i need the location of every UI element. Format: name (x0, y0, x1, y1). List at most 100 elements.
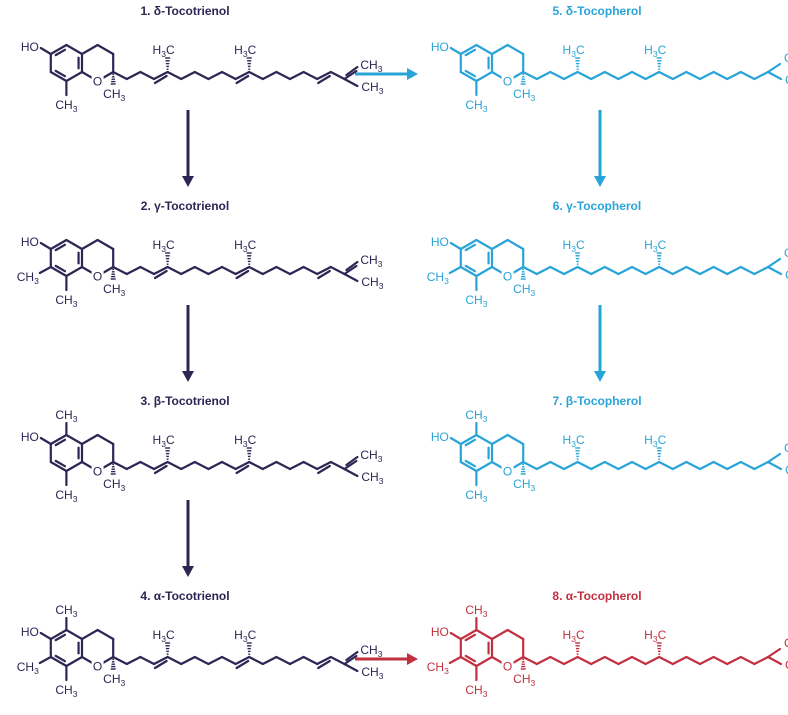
side-chain-bond (302, 265, 319, 276)
arrow-head (407, 68, 418, 80)
aromatic-bond (459, 238, 478, 251)
side-chain-bond (576, 70, 593, 81)
compound-title: 7. β-Tocopherol (552, 394, 641, 408)
aromatic-bond (459, 460, 478, 473)
side-chain-bond (712, 460, 729, 471)
o-label-bg (501, 660, 514, 672)
o-label-bg (501, 270, 514, 282)
side-chain-bond (739, 70, 756, 81)
c8-methyl-label: CH3 (55, 293, 77, 309)
aromatic-double-bond (54, 459, 67, 468)
side-chain-bond (248, 655, 264, 666)
aromatic-double-bond (464, 459, 477, 468)
aromatic-bond (475, 43, 494, 56)
aromatic-bond (49, 43, 68, 56)
aromatic-bond (459, 655, 478, 668)
side-chain-bond (193, 265, 210, 276)
compound-title: 1. δ-Tocotrienol (140, 4, 229, 18)
aromatic-double-bond (464, 264, 477, 273)
hydroxyl-label: HO (431, 625, 449, 639)
c2-methyl-label: CH3 (103, 282, 125, 298)
c8-methyl-label: CH3 (465, 293, 487, 309)
side-chain-bond (576, 265, 593, 276)
side-chain-bond (753, 460, 770, 471)
branch-methyl-label: H3C (644, 628, 666, 644)
terminal-bond (343, 459, 358, 471)
bond (506, 43, 525, 56)
bond (490, 433, 509, 446)
side-chain-bond (234, 70, 251, 81)
aromatic-double-bond (464, 654, 477, 663)
pathway-arrow (182, 110, 194, 187)
side-chain-bond (658, 70, 674, 81)
hydroxyl-label: HO (431, 235, 449, 249)
aromatic-bond (49, 628, 68, 641)
side-chain-bond (234, 460, 251, 471)
side-chain-bond (139, 460, 156, 471)
side-chain-bond (590, 265, 606, 276)
o-label-bg (501, 75, 514, 87)
ring-oxygen-label: O (93, 75, 102, 89)
terminal-bond (766, 460, 783, 471)
branch-methyl-label: H3C (153, 238, 175, 254)
side-chain-bond (261, 70, 278, 81)
side-chain-bond (193, 460, 210, 471)
aromatic-bond (459, 265, 478, 278)
side-chain-bond (329, 265, 346, 276)
side-chain-bond (712, 70, 729, 81)
side-chain-bond (671, 70, 688, 81)
terminal-bond (766, 70, 783, 81)
o-label-bg (501, 465, 514, 477)
aromatic-bond (475, 460, 494, 473)
ring-oxygen-label: O (93, 660, 102, 674)
methyl-bond (38, 655, 52, 665)
side-chain-bond (644, 655, 661, 666)
side-chain-bond (535, 460, 552, 471)
side-chain-bond (275, 655, 292, 666)
aromatic-bond (65, 655, 84, 668)
side-chain-bond (522, 460, 538, 471)
aromatic-bond (65, 628, 84, 641)
side-chain-bond (234, 265, 251, 276)
terminal-bond (343, 77, 359, 88)
side-chain-bond (125, 655, 142, 666)
side-chain-bond (698, 70, 715, 81)
hydroxyl-label: HO (431, 40, 449, 54)
side-chain-bond (698, 460, 715, 471)
branch-methyl-label: H3C (234, 628, 256, 644)
hydroxyl-label: HO (431, 430, 449, 444)
side-chain-bond (220, 70, 237, 81)
side-chain-bond (685, 460, 702, 471)
terminal-double-bond (345, 260, 359, 272)
terminal-bond (766, 257, 782, 269)
side-chain-bond (535, 655, 552, 666)
c8-methyl-label: CH3 (55, 98, 77, 114)
aromatic-double-bond (54, 633, 67, 642)
side-chain-bond (166, 460, 183, 471)
side-chain-bond (617, 655, 634, 666)
side-chain-bond (125, 460, 142, 471)
aromatic-bond (49, 238, 68, 251)
side-chain-bond (726, 655, 742, 666)
side-chain-bond (562, 655, 579, 666)
terminal-bond (343, 69, 358, 81)
aromatic-bond (459, 70, 478, 83)
chain-double-bond (153, 659, 168, 670)
c5-methyl-label: CH3 (55, 603, 77, 619)
side-chain-bond (180, 70, 196, 81)
side-chain-bond (644, 70, 661, 81)
terminal-methyl-label: CH3 (785, 463, 788, 479)
c2-methyl-label: CH3 (513, 672, 535, 688)
side-chain-bond (302, 460, 319, 471)
chain-double-bond (317, 659, 331, 670)
ring-oxygen-label: O (503, 660, 512, 674)
side-chain-bond (617, 460, 634, 471)
terminal-methyl-label: CH3 (360, 448, 382, 464)
side-chain-bond (522, 655, 538, 666)
side-chain-bond (603, 655, 620, 666)
compound-title: 5. δ-Tocopherol (552, 4, 641, 18)
molecule-8: OHOCH3CH3CH3CH3H3CH3CCH3CH38. α-Tocopher… (427, 589, 788, 699)
side-chain-bond (152, 70, 169, 81)
bond (96, 238, 115, 251)
hydroxyl-label: HO (21, 235, 39, 249)
